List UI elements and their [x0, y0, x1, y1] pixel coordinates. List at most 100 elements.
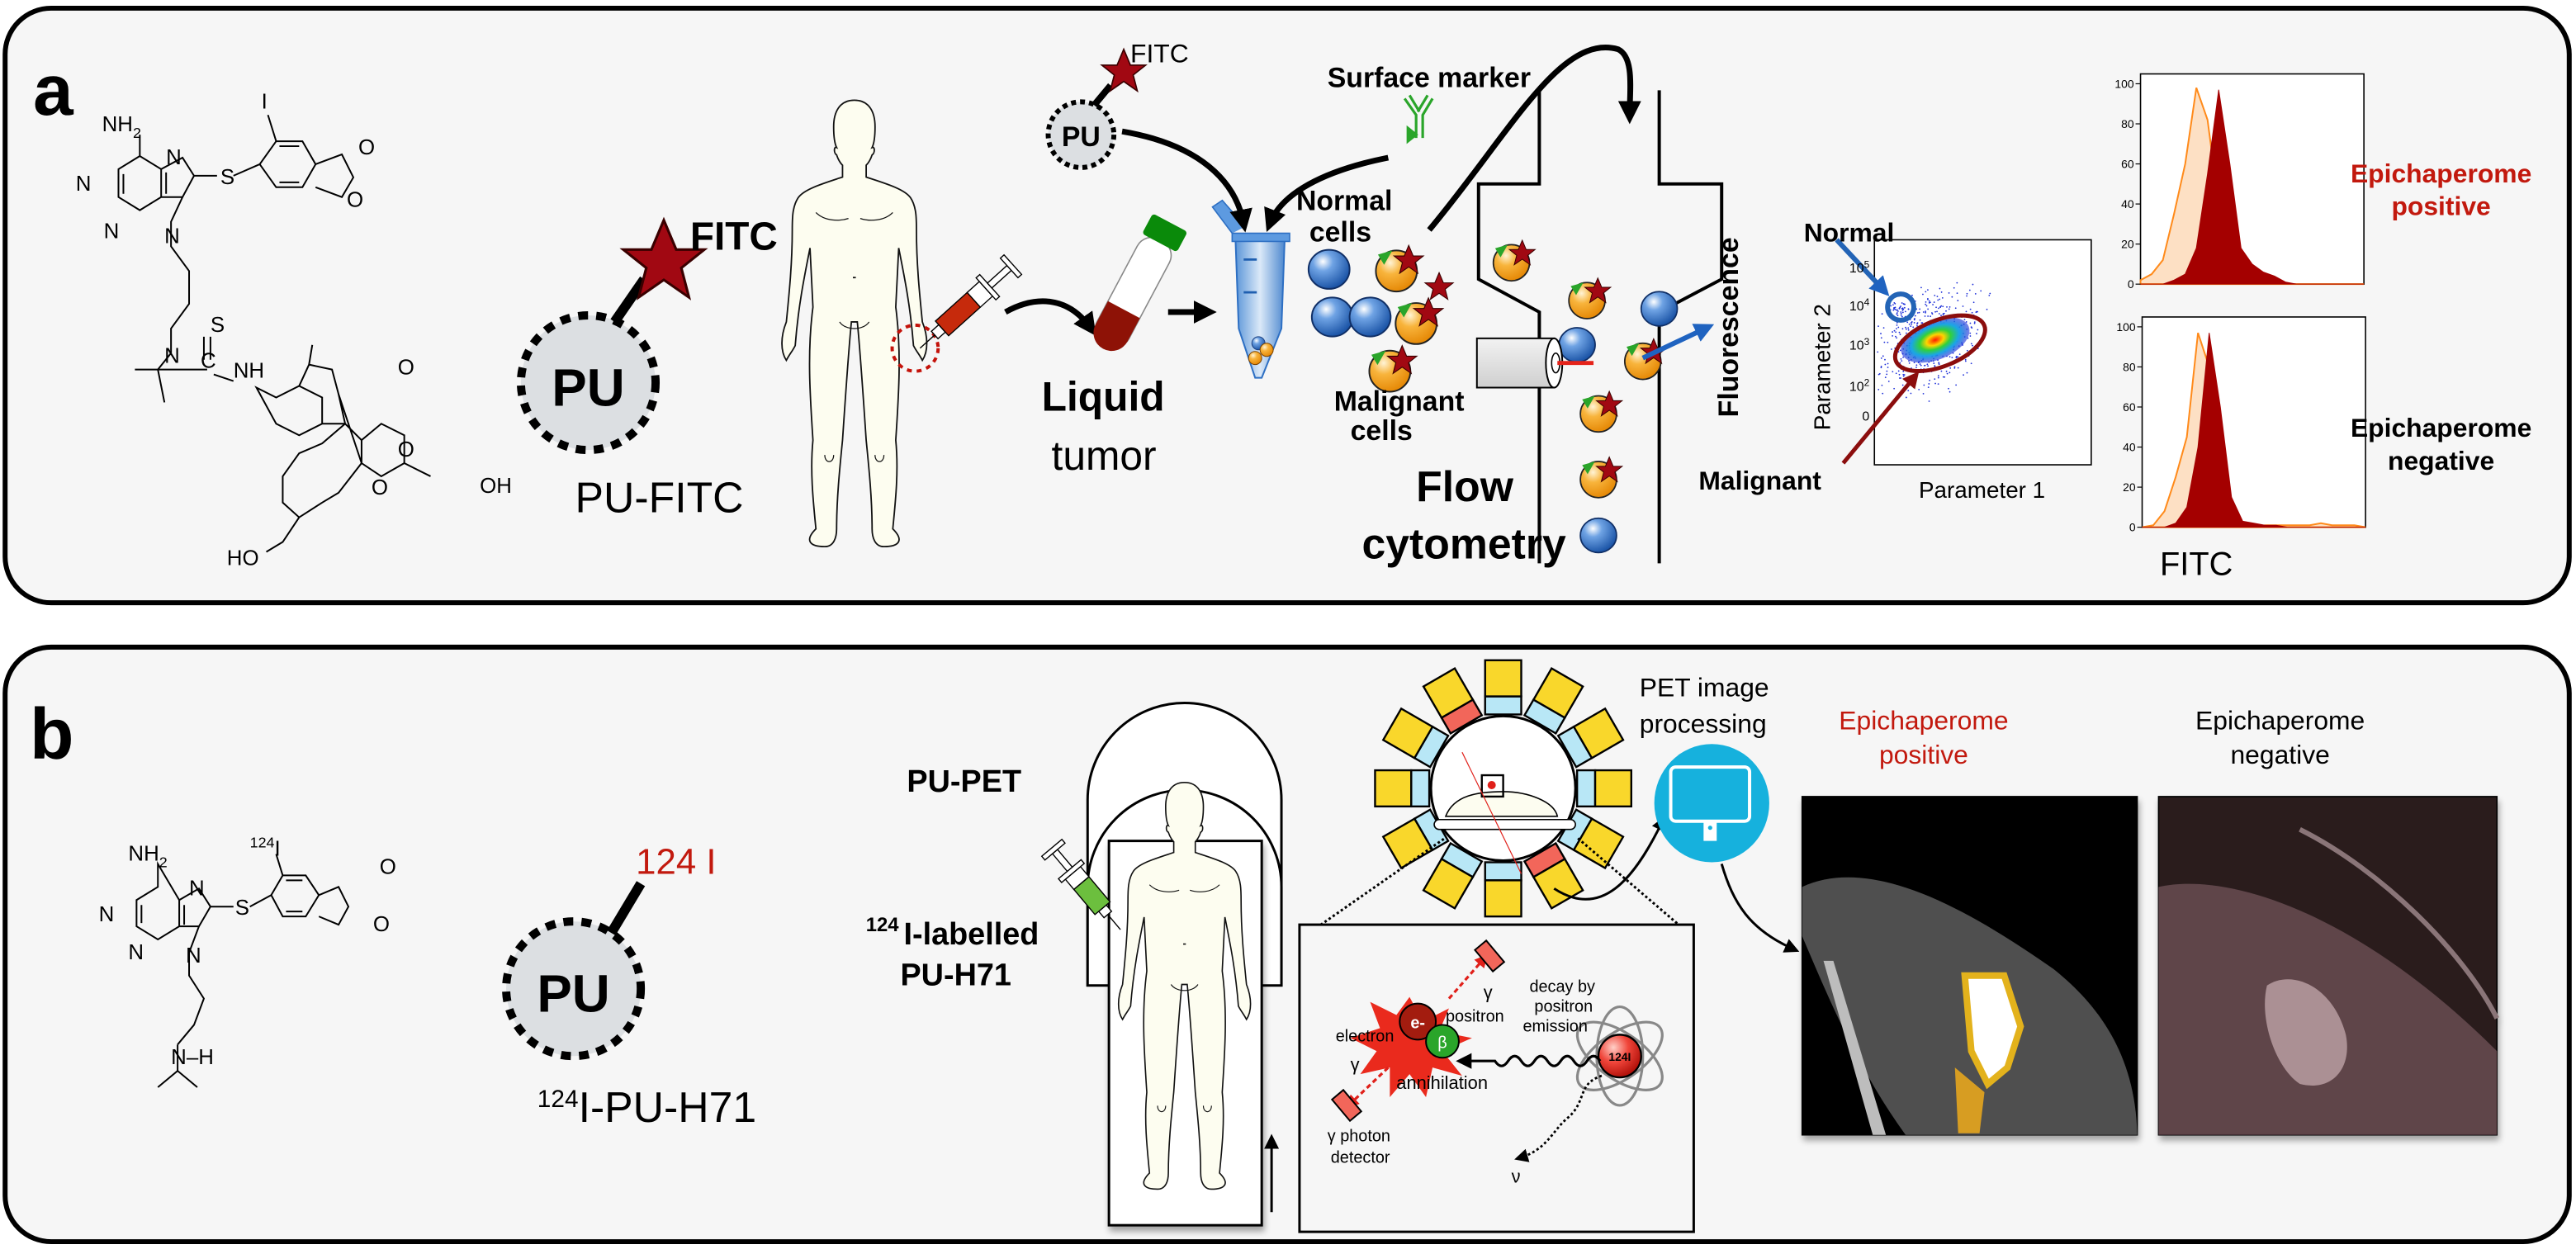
atom-s: S — [220, 166, 234, 189]
scatter-point — [1880, 333, 1882, 334]
scatter-plot: Normal Malignant Parameter 1 Parameter 2… — [1698, 217, 2092, 503]
scatter-point — [1893, 307, 1895, 310]
scatter-point — [1922, 311, 1925, 313]
scatter-point — [1942, 376, 1944, 378]
arrow-to-processing — [1553, 816, 1665, 901]
scatter-point — [1905, 332, 1907, 334]
arrow-to-tube — [1004, 298, 1096, 337]
zoom-line-right — [1576, 836, 1693, 938]
pu-h71-atom-labels: NH2 124I N N N N S O O N–H — [99, 835, 396, 1070]
detector-block — [1556, 808, 1625, 870]
labelled-label-2: PU-H71 — [900, 958, 1011, 993]
atom-n3: N — [104, 220, 120, 243]
atom-o3: O — [398, 357, 414, 380]
histogram-ytick-label: 100 — [2116, 320, 2135, 334]
scatter-point — [1934, 382, 1936, 385]
scatter-point — [1900, 314, 1902, 316]
small-probe-core: PU — [1062, 121, 1101, 153]
scatter-point — [1971, 327, 1973, 329]
scatter-point — [1882, 392, 1884, 395]
scatter-point — [1974, 293, 1977, 295]
scatter-point — [1934, 295, 1936, 296]
scatter-point — [1928, 300, 1930, 302]
scatter-point — [1880, 367, 1882, 369]
scatter-point — [1977, 329, 1979, 331]
scatter-point — [1884, 363, 1887, 366]
detector-block — [1422, 841, 1484, 910]
scatter-point — [1944, 376, 1946, 378]
epi-negative-label-2: negative — [2388, 446, 2494, 476]
scatter-point — [1925, 305, 1928, 307]
atom-o4: O — [398, 438, 414, 461]
scatter-ytick-label: 105 — [1849, 258, 1870, 276]
scatter-point — [1914, 315, 1916, 317]
scatter-point — [1969, 322, 1972, 324]
atom-nh2: NH2 — [128, 842, 167, 870]
scatter-point — [1925, 300, 1927, 303]
scatter-point — [1939, 298, 1941, 300]
scatter-point — [1927, 308, 1929, 310]
scatter-xlabel: Parameter 1 — [1919, 477, 2045, 503]
atom-ho: HO — [227, 547, 259, 570]
scatter-point — [1898, 331, 1901, 334]
scatter-point — [1929, 379, 1930, 381]
atom-nh: N–H — [171, 1046, 214, 1069]
scatter-ytick-label: 103 — [1849, 336, 1870, 353]
scatter-point — [1895, 331, 1897, 334]
scatter-point — [1969, 332, 1972, 334]
scatter-point — [1940, 305, 1943, 307]
atom-n4: N — [164, 225, 180, 248]
monitor-icon — [1654, 744, 1769, 863]
scatter-point — [1925, 291, 1927, 293]
scatter-point — [1887, 381, 1890, 382]
scatter-point — [1896, 310, 1898, 311]
scatter-point — [1940, 315, 1942, 317]
normal-cell — [1310, 296, 1354, 338]
positron-label: positron — [1446, 1007, 1504, 1025]
decay-label-1: decay by — [1529, 978, 1595, 996]
scatter-point — [1955, 356, 1958, 357]
scatter-point — [1902, 308, 1905, 310]
scatter-point — [1892, 309, 1895, 311]
scatter-point — [1902, 356, 1904, 358]
scatter-point — [1920, 286, 1922, 289]
scatter-point — [1896, 337, 1898, 339]
scatter-point — [1897, 326, 1900, 329]
scatter-point — [1957, 356, 1959, 358]
scatter-point — [1936, 310, 1938, 313]
beta-symbol: β — [1437, 1034, 1447, 1052]
scatter-point — [1895, 372, 1897, 375]
scatter-point — [1937, 375, 1939, 377]
scatter-point — [1890, 305, 1892, 307]
normal-arrow — [1835, 238, 1890, 296]
scatter-point — [1927, 298, 1929, 300]
scatter-point — [1934, 310, 1936, 313]
panel-a-label: a — [33, 50, 74, 130]
scatter-point — [1898, 373, 1901, 376]
malignant-cells-label-1: Malignant — [1334, 386, 1465, 417]
scatter-point — [1939, 287, 1941, 290]
scatter-point — [1918, 311, 1920, 314]
scatter-point — [1949, 305, 1951, 308]
decay-label-2: positron — [1534, 998, 1593, 1016]
neutrino-path — [1514, 1074, 1603, 1162]
malignant-arrow — [1841, 371, 1920, 465]
scatter-point — [1904, 310, 1906, 313]
scatter-point — [1968, 289, 1971, 291]
blood-tube-icon — [1093, 214, 1187, 352]
detector-block — [1484, 659, 1522, 716]
flow-cytometry-label-2: cytometry — [1362, 519, 1566, 567]
scatter-point — [1928, 301, 1930, 304]
malignant-gate — [1892, 313, 1987, 373]
scatter-point — [1973, 322, 1976, 324]
scatter-point — [1901, 360, 1903, 362]
scatter-point — [1912, 326, 1915, 329]
scatter-point — [1938, 362, 1940, 364]
histogram-ytick-label: 40 — [2123, 441, 2136, 454]
normal-cells-label-2: cells — [1309, 216, 1371, 248]
malignant-label: Malignant — [1698, 466, 1821, 495]
scatter-point — [1916, 312, 1919, 314]
